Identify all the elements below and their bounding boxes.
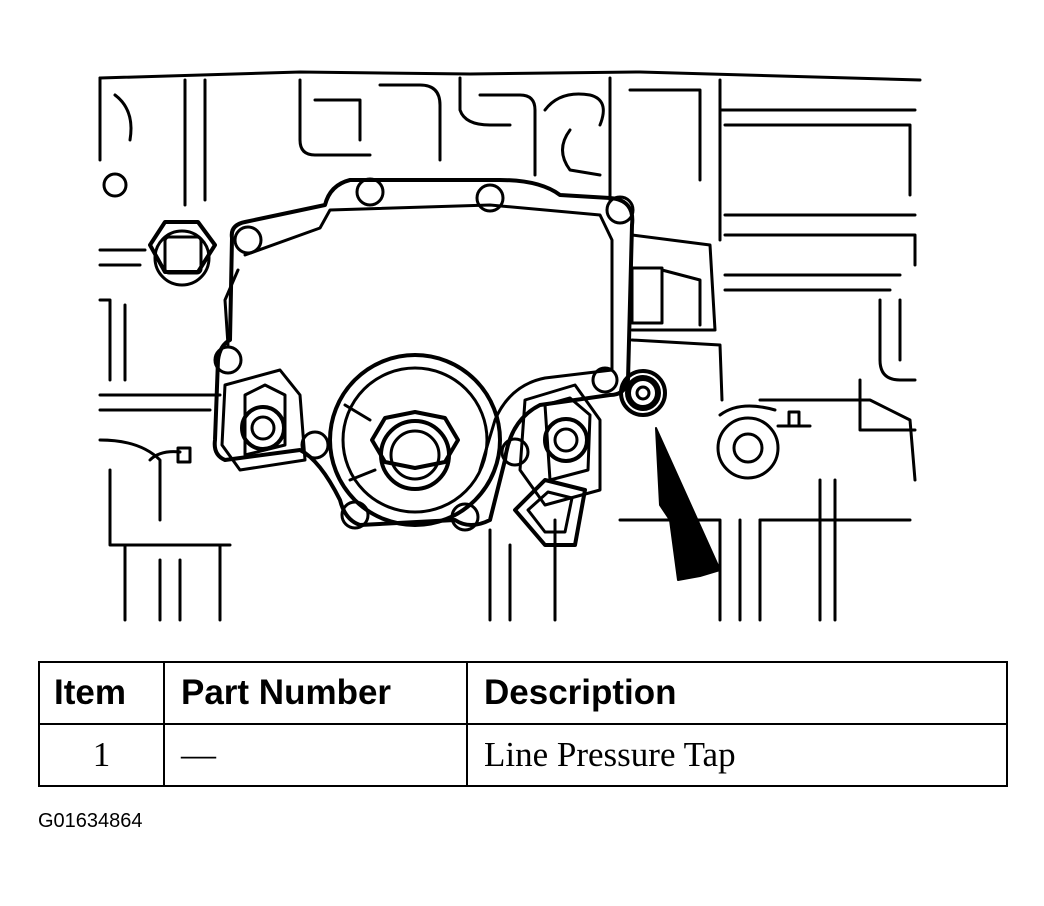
arrow-pointer-icon bbox=[655, 427, 721, 581]
left-pin bbox=[148, 446, 192, 464]
figure-id: G01634864 bbox=[38, 810, 143, 832]
line-pressure-tap-icon bbox=[619, 369, 667, 417]
right-boss bbox=[716, 404, 812, 480]
transmission-case-outline bbox=[98, 70, 922, 622]
left-hex-bolt bbox=[102, 172, 217, 287]
table-header-row: Item Part Number Description bbox=[38, 661, 1008, 725]
manual-shaft-hub bbox=[328, 353, 502, 527]
connector-block bbox=[630, 233, 724, 402]
lower-left-bracket bbox=[220, 368, 307, 472]
header-part-number: Part Number bbox=[163, 661, 468, 725]
transmission-illustration bbox=[98, 70, 922, 622]
switch-housing-plate bbox=[212, 177, 635, 532]
header-description: Description bbox=[466, 661, 1008, 725]
header-item: Item bbox=[38, 661, 165, 725]
cell-description: Line Pressure Tap bbox=[466, 723, 1008, 787]
table-row: 1 — Line Pressure Tap bbox=[38, 723, 1008, 787]
cell-item: 1 bbox=[38, 723, 165, 787]
parts-table: Item Part Number Description 1 — Line Pr… bbox=[38, 661, 1008, 787]
lower-right-bracket bbox=[513, 383, 602, 547]
cell-part-number: — bbox=[163, 723, 468, 787]
